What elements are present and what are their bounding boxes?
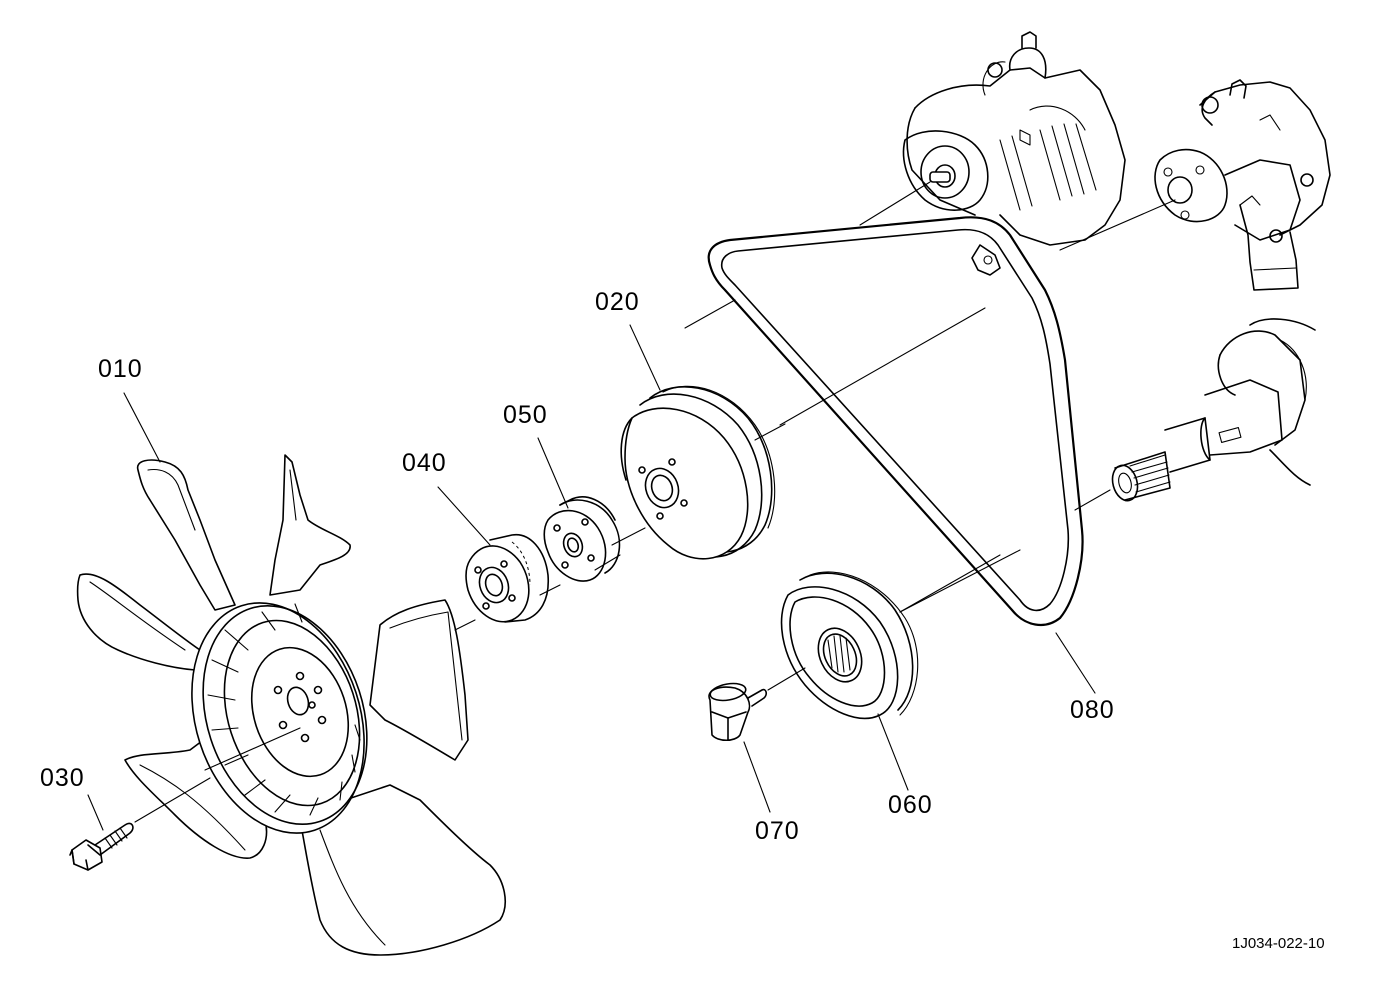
callout-010: 010 bbox=[98, 355, 143, 383]
water-pump bbox=[1059, 79, 1331, 291]
cooling-fan bbox=[76, 454, 506, 956]
callout-080: 080 bbox=[1070, 696, 1115, 724]
callout-050: 050 bbox=[503, 401, 548, 429]
leader-lines bbox=[87, 324, 1096, 831]
spacer-small bbox=[543, 496, 646, 582]
crank-pulley bbox=[780, 554, 1001, 720]
spacer-large bbox=[454, 533, 561, 631]
alternator bbox=[859, 31, 1126, 276]
v-belt bbox=[684, 216, 1084, 627]
figure-code: 1J034-022-10 bbox=[1232, 935, 1325, 952]
callout-070: 070 bbox=[755, 817, 800, 845]
crankshaft bbox=[1074, 318, 1316, 511]
callout-030: 030 bbox=[40, 764, 85, 792]
fan-bolt bbox=[69, 777, 211, 871]
callout-060: 060 bbox=[888, 791, 933, 819]
callout-040: 040 bbox=[402, 449, 447, 477]
callout-020: 020 bbox=[595, 288, 640, 316]
pulley-bolt bbox=[708, 667, 806, 742]
fan-pulley bbox=[620, 385, 786, 560]
